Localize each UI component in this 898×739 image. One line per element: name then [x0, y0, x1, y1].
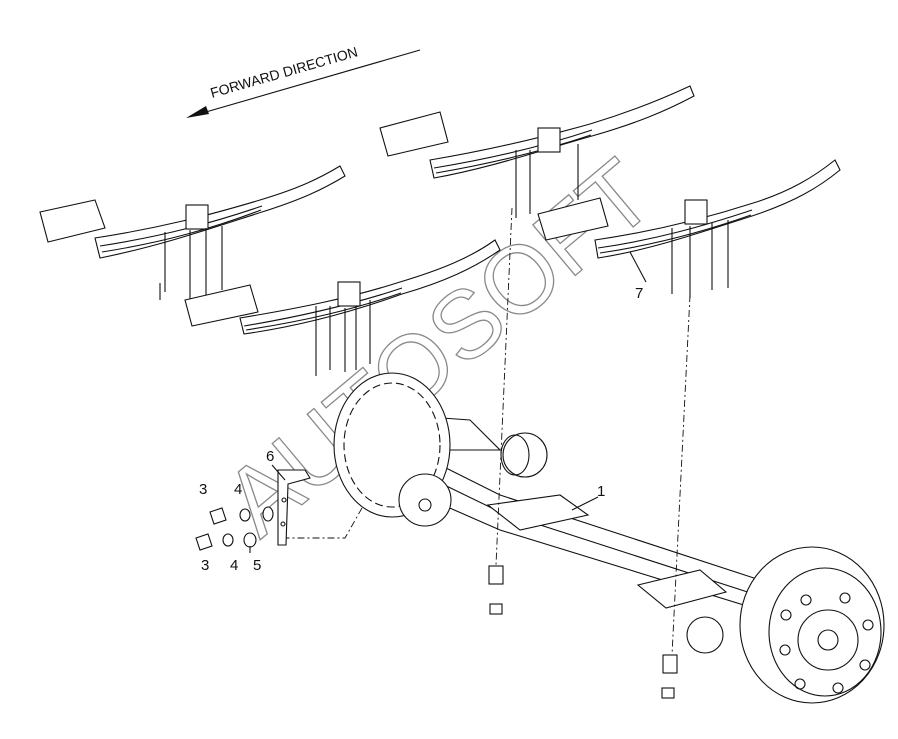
right-brake-drum	[739, 546, 885, 704]
callout-7: 7	[635, 285, 643, 302]
forward-direction-indicator: FORWARD DIRECTION	[186, 43, 421, 118]
u-bolt-nut	[489, 603, 503, 615]
spring-hanger-bracket	[379, 111, 449, 157]
spring-pad	[636, 569, 728, 609]
callout-1: 1	[597, 483, 605, 500]
left-brake-drum	[333, 372, 452, 527]
brake-chamber	[502, 432, 548, 478]
bolt-icon	[209, 507, 227, 525]
direction-arrow-line	[191, 49, 421, 117]
fastener-lower	[195, 532, 257, 551]
hub-cap-icon	[817, 629, 839, 651]
leader-lines	[249, 251, 647, 553]
callout-4-lower: 4	[230, 557, 238, 574]
fastener-upper	[209, 506, 274, 525]
leaf-spring-pack	[429, 85, 695, 179]
callout-5: 5	[253, 557, 261, 574]
washer-icon	[239, 508, 251, 522]
u-bolt-nut	[661, 687, 675, 699]
brake-chamber	[686, 616, 724, 654]
u-bolt-nut	[488, 565, 504, 585]
leaf-spring-front-upper	[39, 165, 346, 300]
callout-4-upper: 4	[234, 481, 242, 498]
leaf-spring-rear-lower	[537, 159, 841, 298]
leaf-spring-rear-upper	[379, 85, 695, 218]
leaf-spring-pack	[94, 165, 346, 259]
leaf-spring-front-lower	[184, 239, 501, 376]
callout-6: 6	[266, 448, 274, 465]
spring-hanger-bracket	[537, 197, 609, 241]
spring-pad	[486, 494, 590, 531]
spring-hanger-bracket	[184, 284, 259, 327]
alignment-line	[280, 507, 363, 539]
spring-hanger-bracket	[39, 199, 106, 243]
flat-washer-icon	[262, 506, 274, 522]
callout-3-upper: 3	[199, 481, 207, 498]
mounting-bracket	[277, 469, 311, 546]
flat-washer-icon	[243, 532, 257, 548]
bracket-plate	[277, 469, 311, 546]
direction-arrow-head	[186, 106, 209, 118]
callout-3-lower: 3	[201, 557, 209, 574]
front-axle-beam	[398, 414, 761, 654]
washer-icon	[222, 533, 234, 547]
direction-label: FORWARD DIRECTION	[208, 43, 359, 100]
u-bolt-nut	[662, 654, 678, 674]
alignment-line	[671, 294, 691, 656]
bolt-icon	[195, 533, 213, 551]
